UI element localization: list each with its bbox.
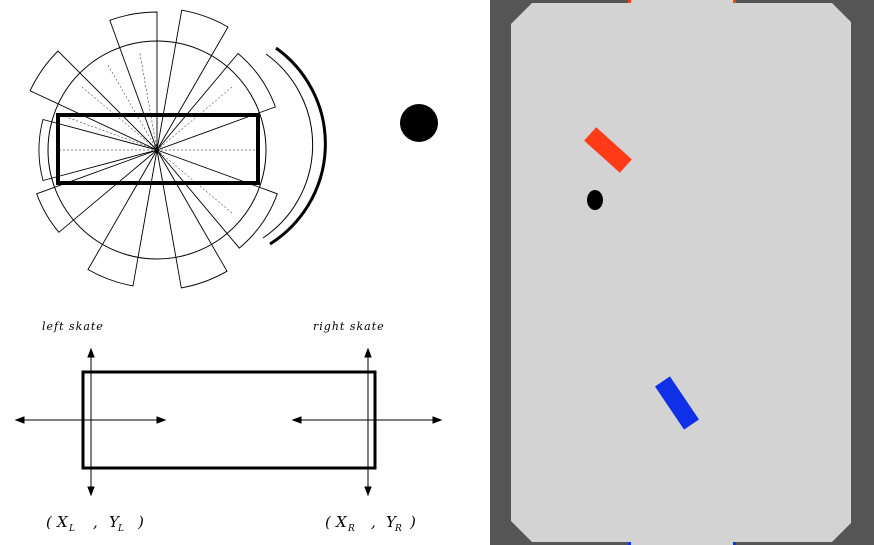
sensor-spoke: [156, 51, 175, 151]
ball-top: [400, 104, 438, 142]
red-robot-paddle: [584, 127, 632, 173]
sensor-sector: [109, 11, 158, 151]
svg-text:Y: Y: [386, 513, 398, 531]
bottom-goal-post-right: [733, 542, 736, 545]
bottom-goal: [630, 541, 734, 545]
svg-text:X: X: [335, 513, 348, 531]
svg-text:R: R: [347, 524, 355, 534]
sensor-spoke: [156, 63, 208, 151]
sensor-spokes: [57, 51, 257, 249]
svg-text:(: (: [325, 513, 332, 531]
sensor-spoke: [62, 115, 158, 151]
sensor-sector: [156, 149, 228, 289]
top-goal: [630, 0, 734, 4]
robot-body-top: [56, 113, 260, 185]
sensor-spoke: [156, 149, 175, 249]
blue-robot-paddle: [654, 376, 700, 430]
svg-text:,: ,: [371, 513, 376, 531]
svg-text:Y: Y: [109, 513, 121, 531]
svg-text:(: (: [46, 513, 53, 531]
sensor-sector: [87, 149, 158, 287]
sensor-spoke: [156, 149, 234, 215]
sensor-sector: [155, 52, 276, 151]
svg-text:L: L: [117, 524, 124, 534]
left-skate-arrows: [14, 347, 167, 497]
sensor-spoke: [139, 51, 158, 151]
top-goal-post-right: [733, 0, 736, 3]
svg-text:L: L: [68, 524, 75, 534]
svg-text:): ): [137, 513, 144, 531]
sensor-sector: [155, 149, 278, 249]
sensor-fan-diagram: [29, 9, 438, 289]
sensor-spoke: [156, 85, 234, 151]
sensor-arc-outer: [269, 46, 327, 246]
sensor-sector: [156, 9, 229, 151]
sensor-spoke: [156, 149, 208, 237]
sensor-spoke: [156, 115, 252, 151]
sensor-spoke: [106, 149, 158, 237]
sensor-spoke: [80, 85, 158, 151]
rink-floor: [511, 3, 851, 542]
svg-text:): ): [409, 513, 416, 531]
svg-text:,: ,: [93, 513, 98, 531]
top-goal-post-left: [628, 0, 631, 3]
rink-simulation: [490, 0, 874, 545]
sensor-spoke: [156, 149, 252, 185]
sensor-sector: [38, 118, 159, 182]
sensor-sector: [29, 50, 158, 151]
sensor-sectors: [29, 9, 278, 289]
right-skate-label: right skate: [313, 320, 385, 333]
skate-diagram: left skate right skate ( X L , Y L ) ( X…: [14, 320, 443, 534]
right-skate-arrows: [291, 347, 443, 497]
sensor-spoke: [80, 149, 158, 215]
sensor-spoke: [139, 149, 158, 249]
left-skate-label: left skate: [42, 320, 104, 333]
left-skate-coordinate: ( X L , Y L ): [46, 513, 144, 534]
bottom-goal-post-left: [628, 542, 631, 545]
svg-text:R: R: [394, 524, 402, 534]
sensor-spoke: [106, 63, 158, 151]
puck: [587, 190, 603, 210]
right-skate-coordinate: ( X R , Y R ): [325, 513, 416, 534]
svg-text:X: X: [56, 513, 69, 531]
sensor-sector: [36, 149, 158, 233]
sensor-arc-mid: [262, 53, 314, 239]
sensor-spoke: [62, 149, 158, 185]
